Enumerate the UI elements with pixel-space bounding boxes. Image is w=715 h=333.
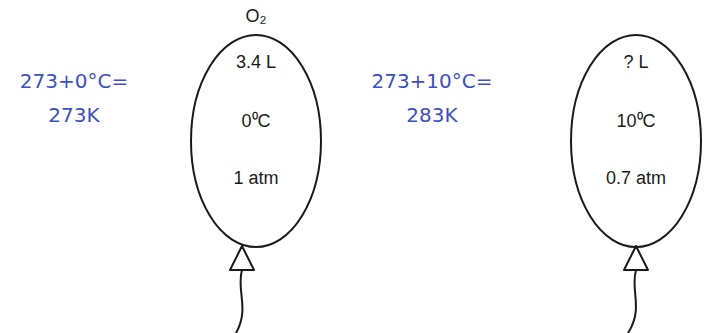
balloon-string — [628, 270, 636, 333]
balloon-string — [236, 270, 242, 333]
balloon-quantity: 0⁰C — [241, 108, 270, 132]
balloon-knot — [230, 246, 254, 270]
kelvin-conversion-note: 273+10°C= 283K — [371, 64, 492, 132]
balloon-quantity: ? L — [623, 52, 648, 73]
kelvin-conversion-note: 273+0°C= 273K — [20, 64, 128, 132]
balloon-quantity: 3.4 L — [236, 52, 276, 73]
balloon-knot — [624, 246, 648, 270]
balloon: O₂ 3.4 L 0⁰C 1 atm — [190, 0, 322, 247]
balloon-ellipse — [571, 35, 701, 247]
balloon: ? L 10⁰C 0.7 atm — [570, 0, 702, 247]
balloon-quantity: 0.7 atm — [606, 168, 666, 189]
balloon-ellipse — [191, 35, 321, 247]
balloon-quantity: 1 atm — [233, 168, 278, 189]
balloon-quantity: 10⁰C — [616, 108, 655, 132]
gas-formula: O₂ — [246, 6, 267, 27]
